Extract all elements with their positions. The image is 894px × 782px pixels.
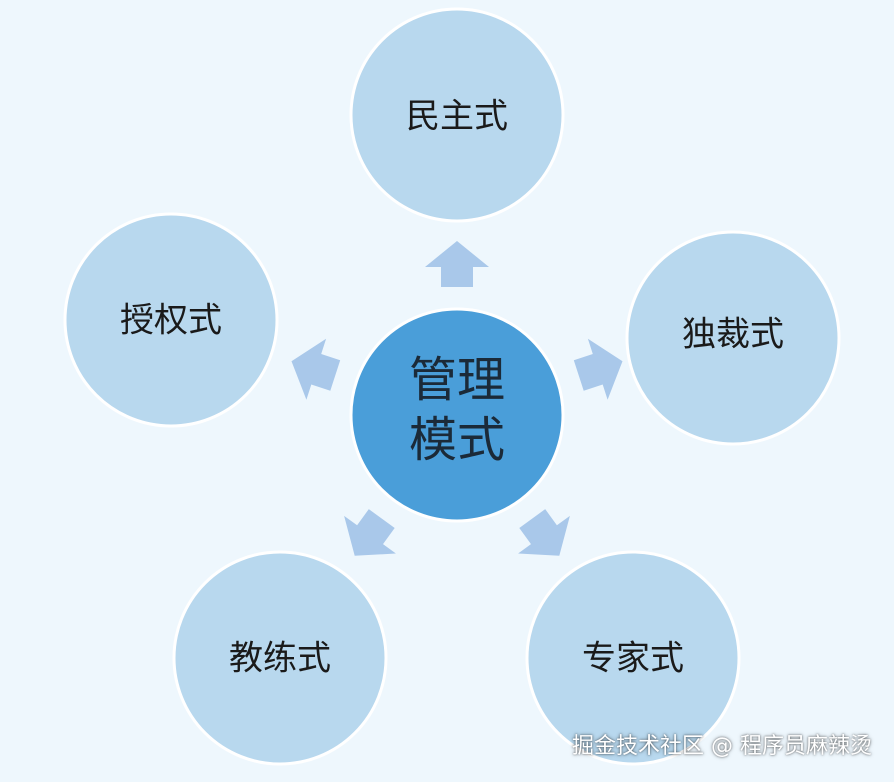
- arrow-to-expert: [518, 509, 570, 556]
- arrow-to-delegating: [291, 338, 341, 400]
- arrow-to-coaching: [344, 509, 396, 556]
- node-label-expert: 专家式: [582, 639, 684, 679]
- node-circle-expert: [525, 550, 741, 766]
- watermark-text: 掘金技术社区 @ 程序员麻辣烫: [572, 734, 872, 759]
- node-circle-coaching: [172, 550, 388, 766]
- arrow-to-autocratic: [573, 338, 623, 400]
- node-label-coaching: 教练式: [229, 639, 331, 679]
- node-circle-delegating: [63, 212, 279, 428]
- node-label-democratic: 民主式: [406, 97, 508, 137]
- center-label-line2: 模式: [409, 412, 505, 468]
- arrow-to-democratic: [425, 241, 489, 287]
- node-circle-autocratic: [625, 230, 841, 446]
- center-label-line1: 管理: [409, 352, 505, 408]
- node-circle-democratic: [349, 7, 565, 223]
- center-circle: [349, 307, 565, 523]
- node-label-autocratic: 独裁式: [682, 315, 784, 355]
- node-label-delegating: 授权式: [120, 301, 222, 341]
